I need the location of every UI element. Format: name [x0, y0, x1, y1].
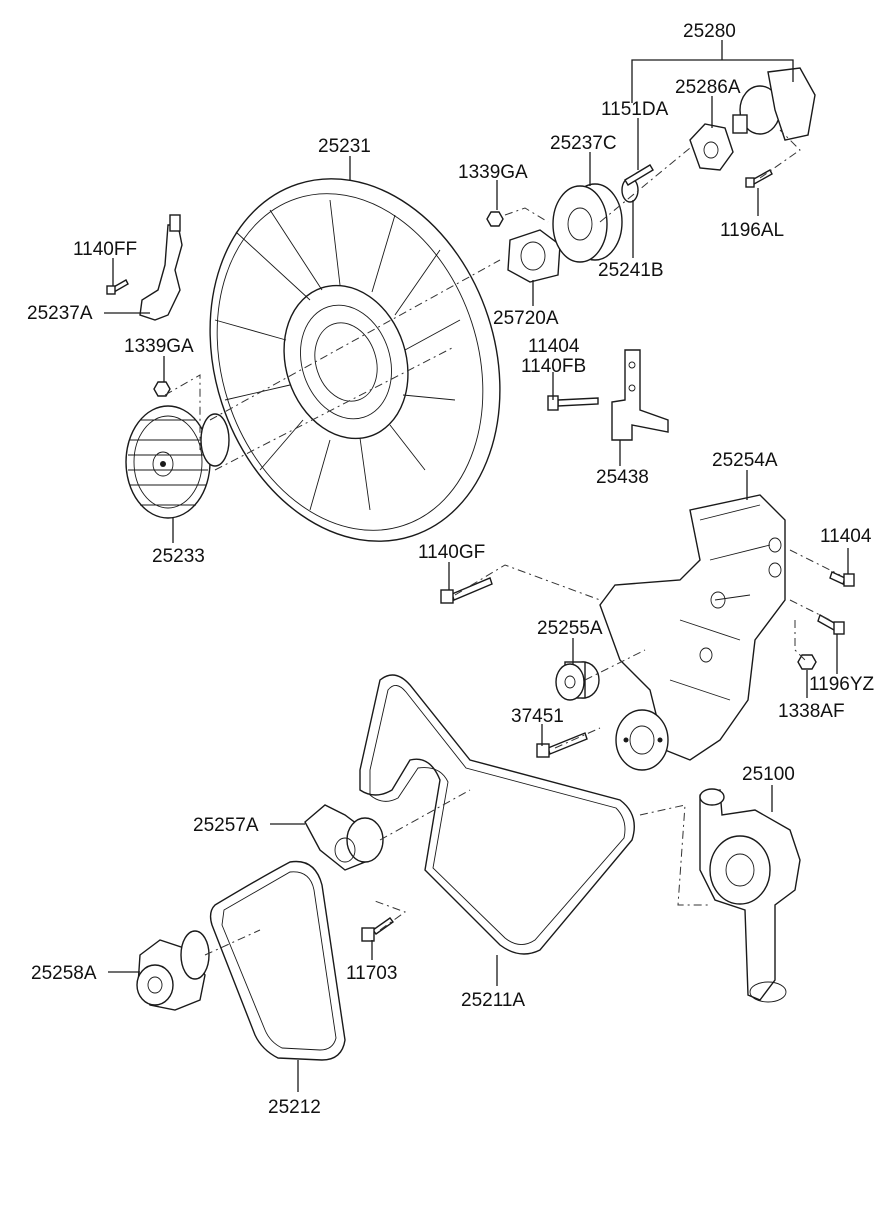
- label-11703: 11703: [346, 963, 397, 984]
- label-1140gf: 1140GF: [418, 542, 485, 563]
- mounting-bracket-25254a-icon: [599, 494, 786, 761]
- label-25237a: 25237A: [27, 303, 93, 324]
- label-25100: 25100: [742, 764, 795, 785]
- bolt-1196yz-icon: [817, 613, 845, 635]
- bolt-1140fb-icon: [547, 395, 599, 411]
- label-25438: 25438: [596, 467, 649, 488]
- label-11404-top: 11404: [528, 336, 580, 357]
- accessory-belt-icon: [209, 860, 346, 1061]
- bolt-11703-icon: [361, 917, 394, 942]
- cooling-fan-icon: [209, 178, 501, 542]
- bolt-1140ff-icon: [106, 279, 129, 295]
- label-11404-right: 11404: [820, 526, 872, 547]
- idler-pulley-25255a-icon: [555, 661, 600, 701]
- label-1151da: 1151DA: [601, 99, 669, 120]
- label-25241b: 25241B: [598, 260, 664, 281]
- label-1140ff: 1140FF: [73, 239, 137, 260]
- label-25237c: 25237C: [550, 133, 617, 154]
- fan-bracket-25286a-icon: [689, 67, 816, 171]
- stud-1151da-icon: [624, 164, 654, 186]
- label-1196al: 1196AL: [720, 220, 784, 241]
- label-37451: 37451: [511, 706, 564, 727]
- fan-hub-icon: [507, 229, 561, 283]
- water-pump-icon: [699, 788, 801, 1003]
- label-25212: 25212: [268, 1097, 321, 1118]
- label-25211a: 25211A: [461, 990, 525, 1011]
- label-25255a: 25255A: [537, 618, 603, 639]
- label-25257a: 25257A: [193, 815, 259, 836]
- label-1339ga-top: 1339GA: [458, 162, 528, 183]
- label-1140fb: 1140FB: [521, 356, 586, 377]
- label-25258a: 25258A: [31, 963, 97, 984]
- label-25720a: 25720A: [493, 308, 559, 329]
- nut-1339ga-top-icon: [486, 211, 504, 227]
- pump-pulley-icon: [615, 709, 669, 771]
- bracket-25438-icon: [611, 349, 669, 441]
- label-25233: 25233: [152, 546, 205, 567]
- label-25280: 25280: [683, 21, 736, 42]
- tensioner-25258a-icon: [136, 930, 210, 1011]
- drive-belt-icon: [359, 674, 635, 955]
- sensor-bracket-icon: [139, 214, 183, 321]
- label-25286a: 25286A: [675, 77, 741, 98]
- bolt-1140gf-icon: [440, 577, 493, 604]
- label-25231: 25231: [318, 136, 371, 157]
- label-1196yz: 1196YZ: [809, 674, 875, 695]
- tensioner-25257a-icon: [304, 804, 384, 871]
- pulley-25237c-icon: [552, 183, 623, 263]
- label-25254a: 25254A: [712, 450, 778, 471]
- bolt-1196al-icon: [745, 169, 773, 188]
- bolt-11404-right-icon: [829, 571, 855, 587]
- nut-1338af-icon: [797, 654, 817, 670]
- label-1339ga-left: 1339GA: [124, 336, 194, 357]
- nut-1339ga-left-icon: [153, 381, 171, 397]
- label-1338af: 1338AF: [778, 701, 845, 722]
- fan-clutch-icon: [125, 405, 230, 519]
